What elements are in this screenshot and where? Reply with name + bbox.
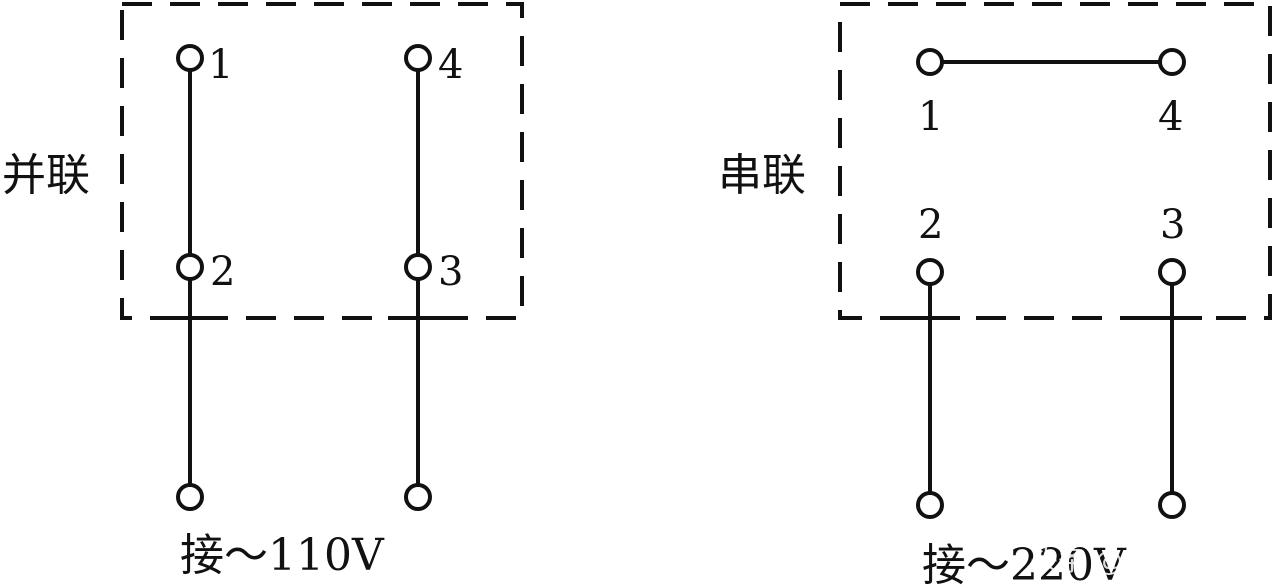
watermark: 头条 @电气宝典 [1030, 544, 1235, 577]
series-dashed-box [838, 2, 1272, 320]
parallel-output-right [404, 483, 432, 511]
series-diagram: 1 4 2 3 串联 接～220V [718, 2, 1272, 588]
series-output-left [916, 491, 944, 519]
series-label-4: 4 [1158, 94, 1183, 140]
parallel-title: 并联 [2, 150, 90, 201]
parallel-label-3: 3 [438, 249, 463, 295]
series-output-right [1158, 491, 1186, 519]
parallel-terminal-1 [176, 44, 204, 72]
parallel-label-2: 2 [210, 249, 235, 295]
series-title: 串联 [718, 150, 806, 201]
parallel-dashed-box [120, 2, 524, 320]
series-label-3: 3 [1160, 202, 1185, 248]
series-label-2: 2 [918, 202, 943, 248]
parallel-label-4: 4 [438, 42, 463, 88]
series-terminal-2 [916, 258, 944, 286]
parallel-output-left [176, 483, 204, 511]
series-supply-label: 接～220V [922, 540, 1127, 588]
parallel-label-1: 1 [208, 42, 233, 88]
series-label-1: 1 [918, 94, 943, 140]
series-terminal-3 [1158, 258, 1186, 286]
parallel-diagram: 1 2 3 4 并联 接～110V [2, 2, 524, 581]
series-terminal-1 [916, 48, 944, 76]
parallel-terminal-4 [404, 44, 432, 72]
parallel-terminal-3 [404, 253, 432, 281]
parallel-terminal-2 [176, 253, 204, 281]
parallel-supply-label: 接～110V [180, 530, 385, 581]
series-terminal-4 [1158, 48, 1186, 76]
